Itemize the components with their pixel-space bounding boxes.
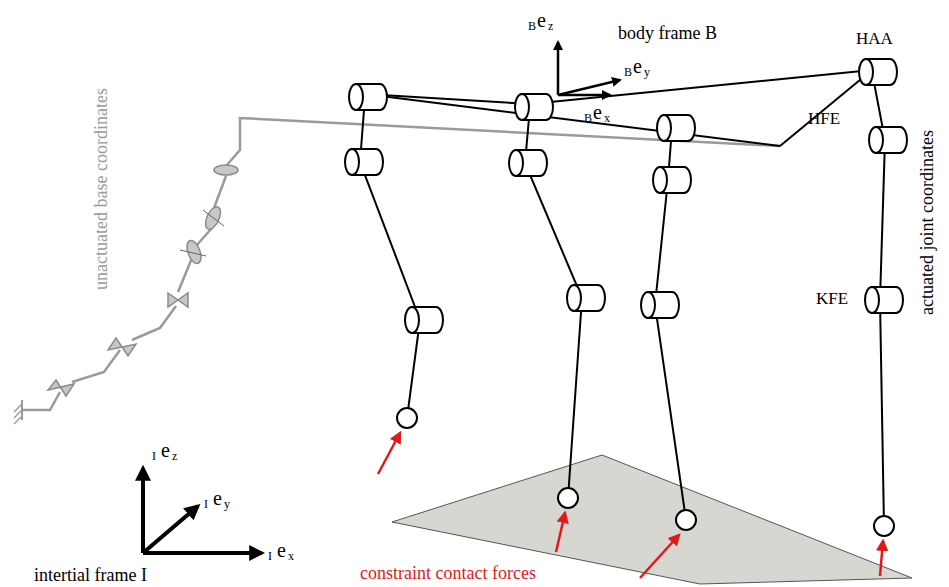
base-joints [48,165,238,396]
axis-symbol: e [213,488,222,508]
axis-subscript: B [584,112,592,124]
annotation: unactuated base coordinates [92,88,110,290]
frame-label: intertial frame I [34,566,147,584]
axis-subscript: I [268,550,272,562]
axis-symbol: e [593,102,602,122]
joint-label: HFE [808,110,840,127]
axis-symbol: e [161,440,170,460]
joint-label: KFE [816,290,848,307]
body-axes [558,42,620,95]
feet [397,408,894,536]
annotation: constraint contact forces [360,564,536,582]
axis-subscript: x [604,112,610,124]
contact-force-arrows [378,433,883,578]
axis-subscript: y [224,498,230,510]
axis-subscript: I [204,498,208,510]
axis-symbol: e [537,10,546,30]
annotation: actuated joint coordinates [918,130,936,315]
inertial-axes [143,468,262,553]
axis-symbol: e [277,540,286,560]
joint-cylinders [345,59,907,333]
body-frame [365,70,872,146]
axis-subscript: z [548,20,553,32]
axis-subscript: I [152,450,156,462]
axis-subscript: y [644,66,650,78]
axis-subscript: x [288,550,294,562]
joint-label: HAA [856,30,893,47]
axis-subscript: B [528,20,536,32]
axis-subscript: z [172,450,177,462]
axis-symbol: e [633,56,642,76]
axis-subscript: B [624,66,632,78]
frame-label: body frame B [618,24,717,42]
leg-links [360,72,885,526]
